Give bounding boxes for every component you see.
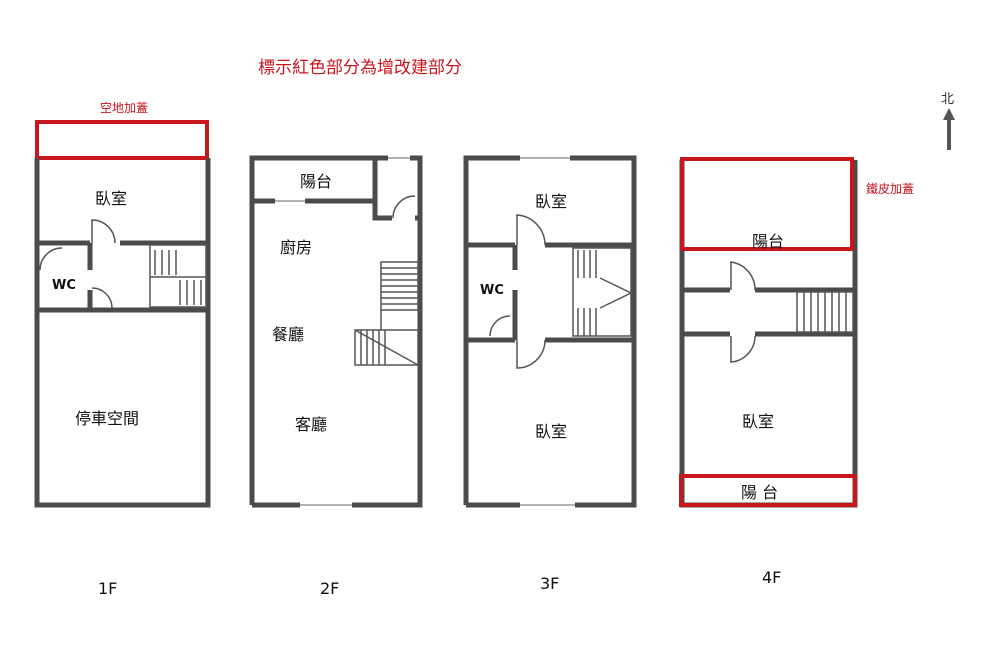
floor-label-1f: 1F <box>98 579 117 598</box>
floor-4f: 鐵皮加蓋 陽台 臥室 陽 台 4F <box>679 157 914 587</box>
room-bedroom-4f: 臥室 <box>742 412 774 431</box>
room-wc-1f: WC <box>52 278 76 293</box>
floor-label-2f: 2F <box>320 579 339 598</box>
addition-label-4f: 鐵皮加蓋 <box>866 181 914 196</box>
addition-area-1f <box>35 120 209 160</box>
room-dining-2f: 餐廳 <box>272 325 304 344</box>
plan-title: 標示紅色部分為增改建部分 <box>258 58 462 78</box>
staircase-4f <box>796 291 854 333</box>
floor-2f: 陽台 廚房 餐廳 客廳 2F <box>249 155 423 598</box>
floor-label-4f: 4F <box>762 568 781 587</box>
staircase-2f <box>354 261 419 366</box>
addition-area-4f <box>680 157 854 251</box>
room-living-2f: 客廳 <box>295 415 327 434</box>
staircase-3f <box>572 247 633 337</box>
room-balcony-2f: 陽台 <box>300 172 332 191</box>
floor-3f: 臥室 WC 臥室 3F <box>463 155 637 593</box>
north-label: 北 <box>941 92 954 107</box>
room-bedroom-south-3f: 臥室 <box>535 422 567 441</box>
floor-1f: 空地加蓋 臥室 WC 停車空間 1F <box>34 101 211 598</box>
staircase-1f <box>149 244 207 308</box>
room-parking-1f: 停車空間 <box>75 409 139 428</box>
north-arrow-icon <box>943 108 955 150</box>
floor-label-3f: 3F <box>540 574 559 593</box>
room-wc-3f: WC <box>480 283 504 298</box>
room-bedroom-1f: 臥室 <box>95 189 127 208</box>
room-bedroom-north-3f: 臥室 <box>535 192 567 211</box>
room-balcony-south-4f: 陽 台 <box>741 483 778 502</box>
addition-balcony-4f <box>679 474 857 507</box>
room-balcony-north-4f: 陽台 <box>752 232 784 251</box>
room-kitchen-2f: 廚房 <box>280 238 312 257</box>
addition-label-1f: 空地加蓋 <box>100 101 148 115</box>
